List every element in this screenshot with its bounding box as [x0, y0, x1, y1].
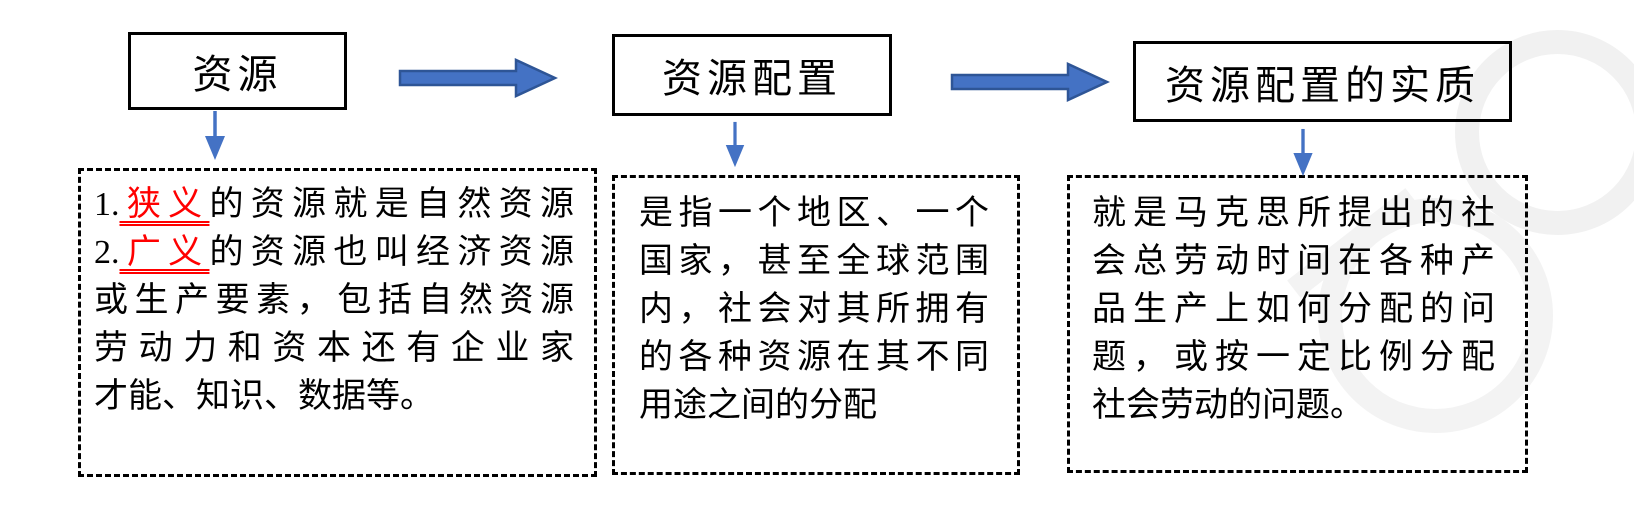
node-allocation-essence-label: 资源配置的实质	[1165, 62, 1480, 108]
text-segment: 2.	[94, 234, 120, 271]
arrow-right-icon	[398, 58, 558, 98]
text-segment: 或生产要素，包括自然资源	[94, 282, 574, 319]
arrow-down-icon	[205, 111, 225, 160]
text-line: 国家，甚至全球范围	[639, 238, 989, 286]
text-segment: 就是马克思所提出的社	[1092, 195, 1495, 232]
text-line: 或生产要素，包括自然资源	[94, 277, 574, 325]
node-resource-allocation-label: 资源配置	[662, 56, 842, 101]
text-segment: 1.	[94, 186, 120, 223]
text-line: 才能、知识、数据等。	[94, 373, 574, 421]
text-line: 就是马克思所提出的社	[1092, 190, 1495, 238]
arrow-down-icon	[1293, 128, 1313, 177]
text-segment: 用途之间的分配	[639, 387, 877, 424]
text-line: 的各种资源在其不同	[639, 334, 989, 382]
text-line: 题，或按一定比例分配	[1092, 334, 1495, 382]
text-line: 用途之间的分配	[639, 382, 989, 430]
text-segment: 的各种资源在其不同	[639, 339, 989, 376]
text-line: 内，社会对其所拥有	[639, 286, 989, 334]
text-line: 2.广义的资源也叫经济资源	[94, 229, 574, 277]
text-segment: 的资源就是自然资源	[209, 186, 575, 223]
text-line: 劳动力和资本还有企业家	[94, 325, 574, 373]
arrow-down-icon	[725, 121, 745, 168]
arrow-right-icon	[950, 62, 1110, 102]
detail-box-allocation-definition: 是指一个地区、一个国家，甚至全球范围内，社会对其所拥有的各种资源在其不同用途之间…	[612, 175, 1020, 475]
text-segment: 的资源也叫经济资源	[209, 234, 575, 271]
text-line: 是指一个地区、一个	[639, 190, 989, 238]
text-segment: 会总劳动时间在各种产	[1092, 243, 1495, 280]
text-segment: 品生产上如何分配的问	[1092, 291, 1495, 328]
text-line: 社会劳动的问题。	[1092, 382, 1495, 430]
text-segment: 劳动力和资本还有企业家	[94, 330, 574, 367]
text-segment: 才能、知识、数据等。	[94, 378, 434, 415]
text-line: 品生产上如何分配的问	[1092, 286, 1495, 334]
node-resource: 资源	[128, 32, 347, 110]
text-segment: 国家，甚至全球范围	[639, 243, 989, 280]
node-resource-allocation: 资源配置	[612, 34, 892, 116]
text-line: 会总劳动时间在各种产	[1092, 238, 1495, 286]
node-resource-label: 资源	[192, 52, 283, 97]
text-segment: 是指一个地区、一个	[639, 195, 989, 232]
text-segment: 社会劳动的问题。	[1092, 387, 1364, 424]
highlighted-term: 广义	[119, 234, 210, 271]
text-line: 1.狭义的资源就是自然资源	[94, 181, 574, 229]
text-segment: 内，社会对其所拥有	[639, 291, 989, 328]
highlighted-term: 狭义	[119, 186, 210, 223]
node-allocation-essence: 资源配置的实质	[1133, 41, 1512, 122]
text-segment: 题，或按一定比例分配	[1092, 339, 1495, 376]
detail-box-essence-definition: 就是马克思所提出的社会总劳动时间在各种产品生产上如何分配的问题，或按一定比例分配…	[1067, 175, 1528, 473]
